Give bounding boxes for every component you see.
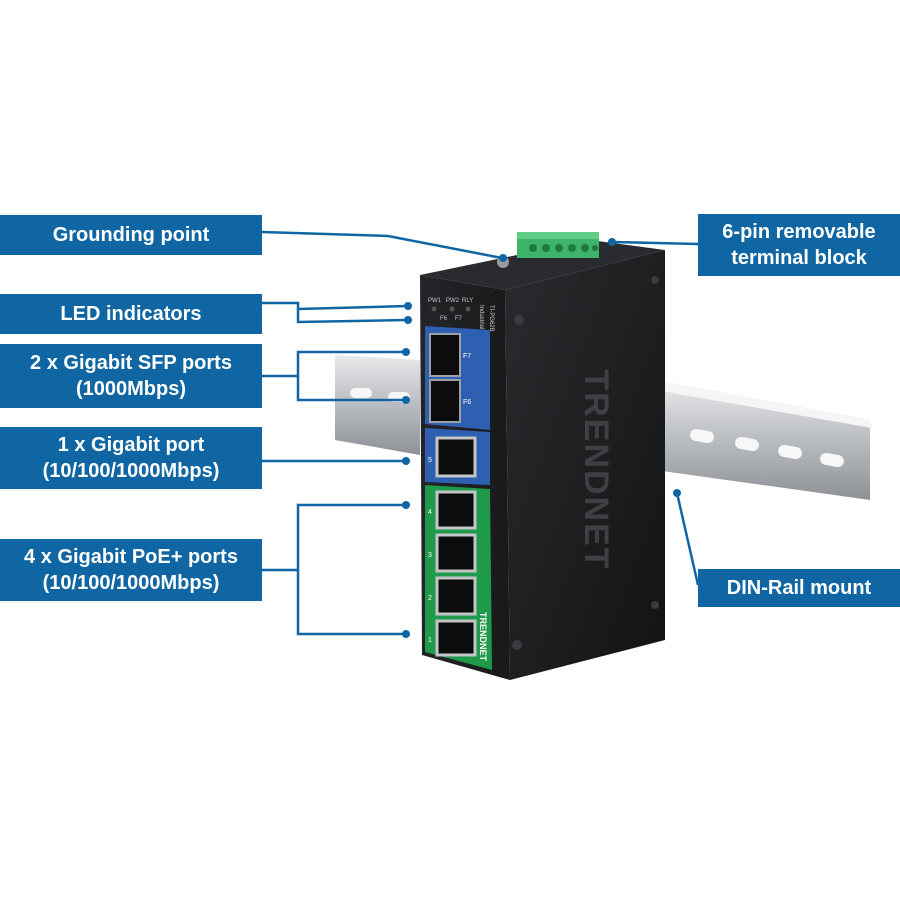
callout-text: DIN-Rail mount bbox=[726, 577, 872, 599]
led-indicator bbox=[431, 306, 437, 312]
sfp-port-f6[interactable] bbox=[429, 379, 461, 423]
front-brand-text: TRENDNET bbox=[478, 612, 488, 662]
callout-subtext: (10/100/1000Mbps) bbox=[42, 572, 220, 594]
port-number-3: 3 bbox=[428, 552, 432, 559]
device-model: TI-PG62B bbox=[488, 305, 494, 332]
poe-port-1[interactable] bbox=[435, 619, 477, 657]
led-label-pw1: PW1 bbox=[428, 298, 442, 304]
led-indicator bbox=[449, 306, 455, 312]
callout-text: 2 x Gigabit SFP ports bbox=[30, 352, 232, 374]
gigabit-port-5[interactable] bbox=[435, 436, 477, 478]
callout-subtext: (1000Mbps) bbox=[75, 378, 187, 400]
led-indicator bbox=[465, 306, 471, 312]
port-number-1: 1 bbox=[428, 637, 432, 644]
callout-grounding-point: Grounding point bbox=[0, 215, 262, 255]
poe-port-3[interactable] bbox=[435, 533, 477, 573]
callout-terminal-block: 6-pin removable terminal block bbox=[698, 214, 900, 276]
callout-sfp-ports: 2 x Gigabit SFP ports (1000Mbps) bbox=[0, 344, 262, 408]
port-number-2: 2 bbox=[428, 595, 432, 602]
leader-lines bbox=[261, 230, 700, 636]
callout-text: Grounding point bbox=[52, 224, 210, 246]
led-label-pw2: PW2 bbox=[446, 298, 460, 304]
sfp-port-f7[interactable] bbox=[429, 333, 461, 377]
sfp-label-f7: F7 bbox=[463, 353, 471, 360]
port-number-4: 4 bbox=[428, 509, 432, 516]
sfp-label-f6: F6 bbox=[463, 399, 471, 406]
led-label-f6: F6 bbox=[440, 316, 448, 322]
leader-dots bbox=[402, 238, 681, 638]
callout-subtext: (10/100/1000Mbps) bbox=[42, 460, 220, 482]
callout-led-indicators: LED indicators bbox=[0, 294, 262, 334]
poe-port-4[interactable] bbox=[435, 490, 477, 530]
port-number-5: 5 bbox=[428, 457, 432, 464]
poe-port-2[interactable] bbox=[435, 576, 477, 616]
callout-poe-ports: 4 x Gigabit PoE+ ports (10/100/1000Mbps) bbox=[0, 539, 262, 601]
callout-text: 4 x Gigabit PoE+ ports bbox=[24, 546, 238, 568]
callout-din-rail-mount: DIN-Rail mount bbox=[698, 569, 900, 607]
led-label-rly: RLY bbox=[462, 298, 473, 304]
callout-text: 6-pin removable bbox=[722, 221, 876, 243]
callout-text: 1 x Gigabit port bbox=[57, 434, 205, 456]
chassis-top bbox=[420, 240, 665, 290]
callout-text: LED indicators bbox=[60, 303, 202, 325]
side-brand-text: TRENDNET bbox=[577, 369, 615, 570]
din-rail bbox=[335, 355, 872, 500]
chassis-side bbox=[505, 250, 665, 680]
led-label-f7: F7 bbox=[455, 316, 463, 322]
terminal-block[interactable] bbox=[517, 232, 599, 258]
callout-subtext: terminal block bbox=[731, 247, 867, 269]
callout-gigabit-port: 1 x Gigabit port (10/100/1000Mbps) bbox=[0, 427, 262, 489]
